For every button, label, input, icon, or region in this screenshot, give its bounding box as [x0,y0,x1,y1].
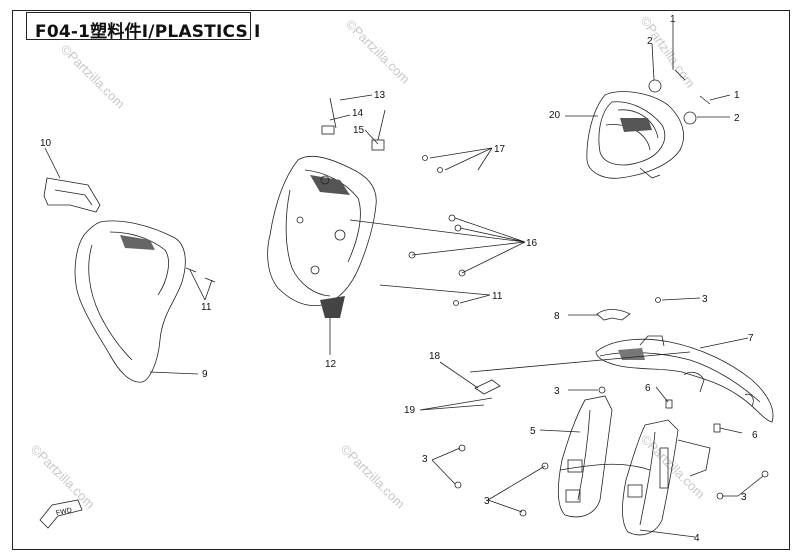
front-fender-part [595,335,774,423]
watermark: ©Partzilla.com [638,13,698,90]
callout-label: 2 [647,36,653,47]
leader-lines [329,94,526,355]
callout-label: 8 [554,311,560,322]
title-box: F04-1塑料件Ⅰ/PLASTICS Ⅰ [26,12,260,42]
callout-label: 9 [202,369,208,380]
leader-lines [419,297,749,434]
guard-fasteners [454,444,769,517]
watermark: ©Partzilla.com [343,17,413,87]
callout-label: 6 [752,430,758,441]
fwd-arrow: FWD [39,499,83,529]
callout-label: 13 [374,90,386,101]
callout-label: 3 [484,496,490,507]
watermark: ©Partzilla.com [58,42,128,112]
callout-label: 14 [352,108,364,119]
fwd-label: FWD [56,507,73,517]
center-fasteners [321,97,466,306]
callout-label: 19 [404,405,416,416]
callouts: 1 2 20 1 2 13 14 15 17 16 11 11 12 10 9 … [40,14,758,544]
callout-label: 3 [554,386,560,397]
callout-label: 10 [40,138,52,149]
fork-guard-left-part [557,395,651,518]
center-frame-part [267,155,377,318]
callout-label: 15 [353,125,365,136]
watermark: ©Partzilla.com [638,432,708,502]
leader-lines [565,22,731,118]
callout-label: 4 [694,533,700,544]
callout-label: 12 [325,359,337,370]
callout-label: 5 [530,426,536,437]
callout-label: 1 [670,14,676,25]
watermark: ©Partzilla.com [338,442,408,512]
fender-fasteners [469,297,721,433]
callout-label: 3 [422,454,428,465]
left-shroud-part [43,177,216,383]
callout-label: 1 [734,90,740,101]
callout-label: 17 [494,144,506,155]
callout-label: 11 [492,291,503,302]
callout-label: 11 [201,302,212,313]
callout-label: 6 [645,383,651,394]
headlight-cover-part [586,69,711,179]
fork-guard-right-part [622,419,711,536]
callout-label: 2 [734,113,740,124]
page-title: F04-1塑料件Ⅰ/PLASTICS Ⅰ [35,22,261,42]
leader-lines [431,429,764,538]
watermarks: ©Partzilla.com ©Partzilla.com ©Partzilla… [28,13,708,511]
callout-label: 20 [549,110,561,121]
callout-label: 7 [748,333,754,344]
callout-label: 3 [741,492,747,503]
watermark: ©Partzilla.com [28,442,98,512]
callout-label: 18 [429,351,441,362]
callout-label: 3 [702,294,708,305]
callout-label: 16 [526,238,538,249]
